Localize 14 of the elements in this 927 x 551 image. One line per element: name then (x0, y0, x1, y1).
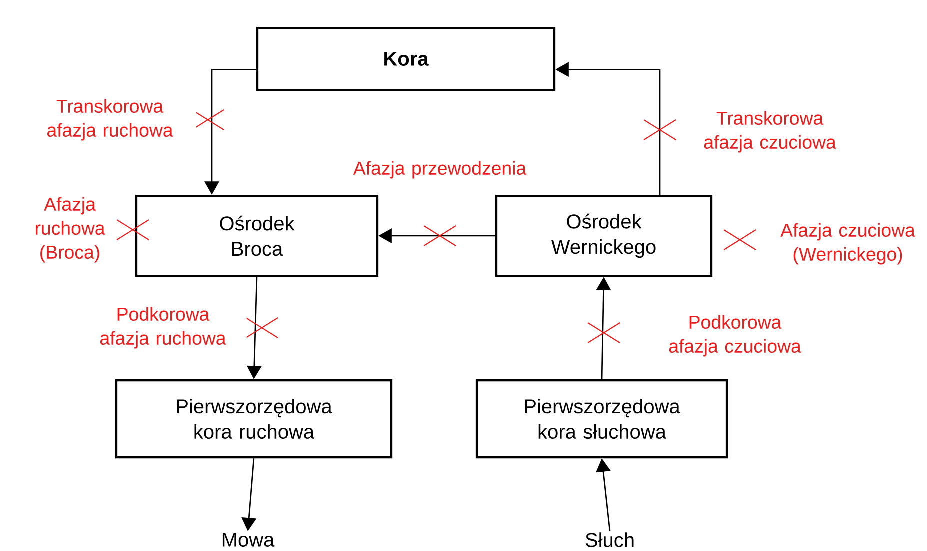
edge-label: Podkorowa afazja ruchowa (100, 307, 226, 349)
edge-label: Transkorowa afazja czuciowa (704, 111, 836, 153)
edge-label: Podkorowa afazja czuciowa (669, 315, 802, 357)
text-label: Mowa (222, 533, 275, 547)
text-label: Słuch (586, 532, 634, 548)
box: Ośrodek Broca (135, 194, 379, 278)
box: Ośrodek Wernickego (495, 194, 713, 278)
box: Kora (256, 26, 556, 92)
edge-label: Afazja przewodzenia (353, 161, 527, 179)
side-label: Afazja ruchowa (Broca) (36, 197, 106, 263)
edge-label: Transkorowa afazja ruchowa (48, 99, 174, 141)
box: Pierwszorzędowa kora słuchowa (476, 379, 728, 459)
side-label: Afazja czuciowa (Wernickego) (780, 223, 916, 265)
box: Pierwszorzędowa kora ruchowa (115, 379, 393, 459)
